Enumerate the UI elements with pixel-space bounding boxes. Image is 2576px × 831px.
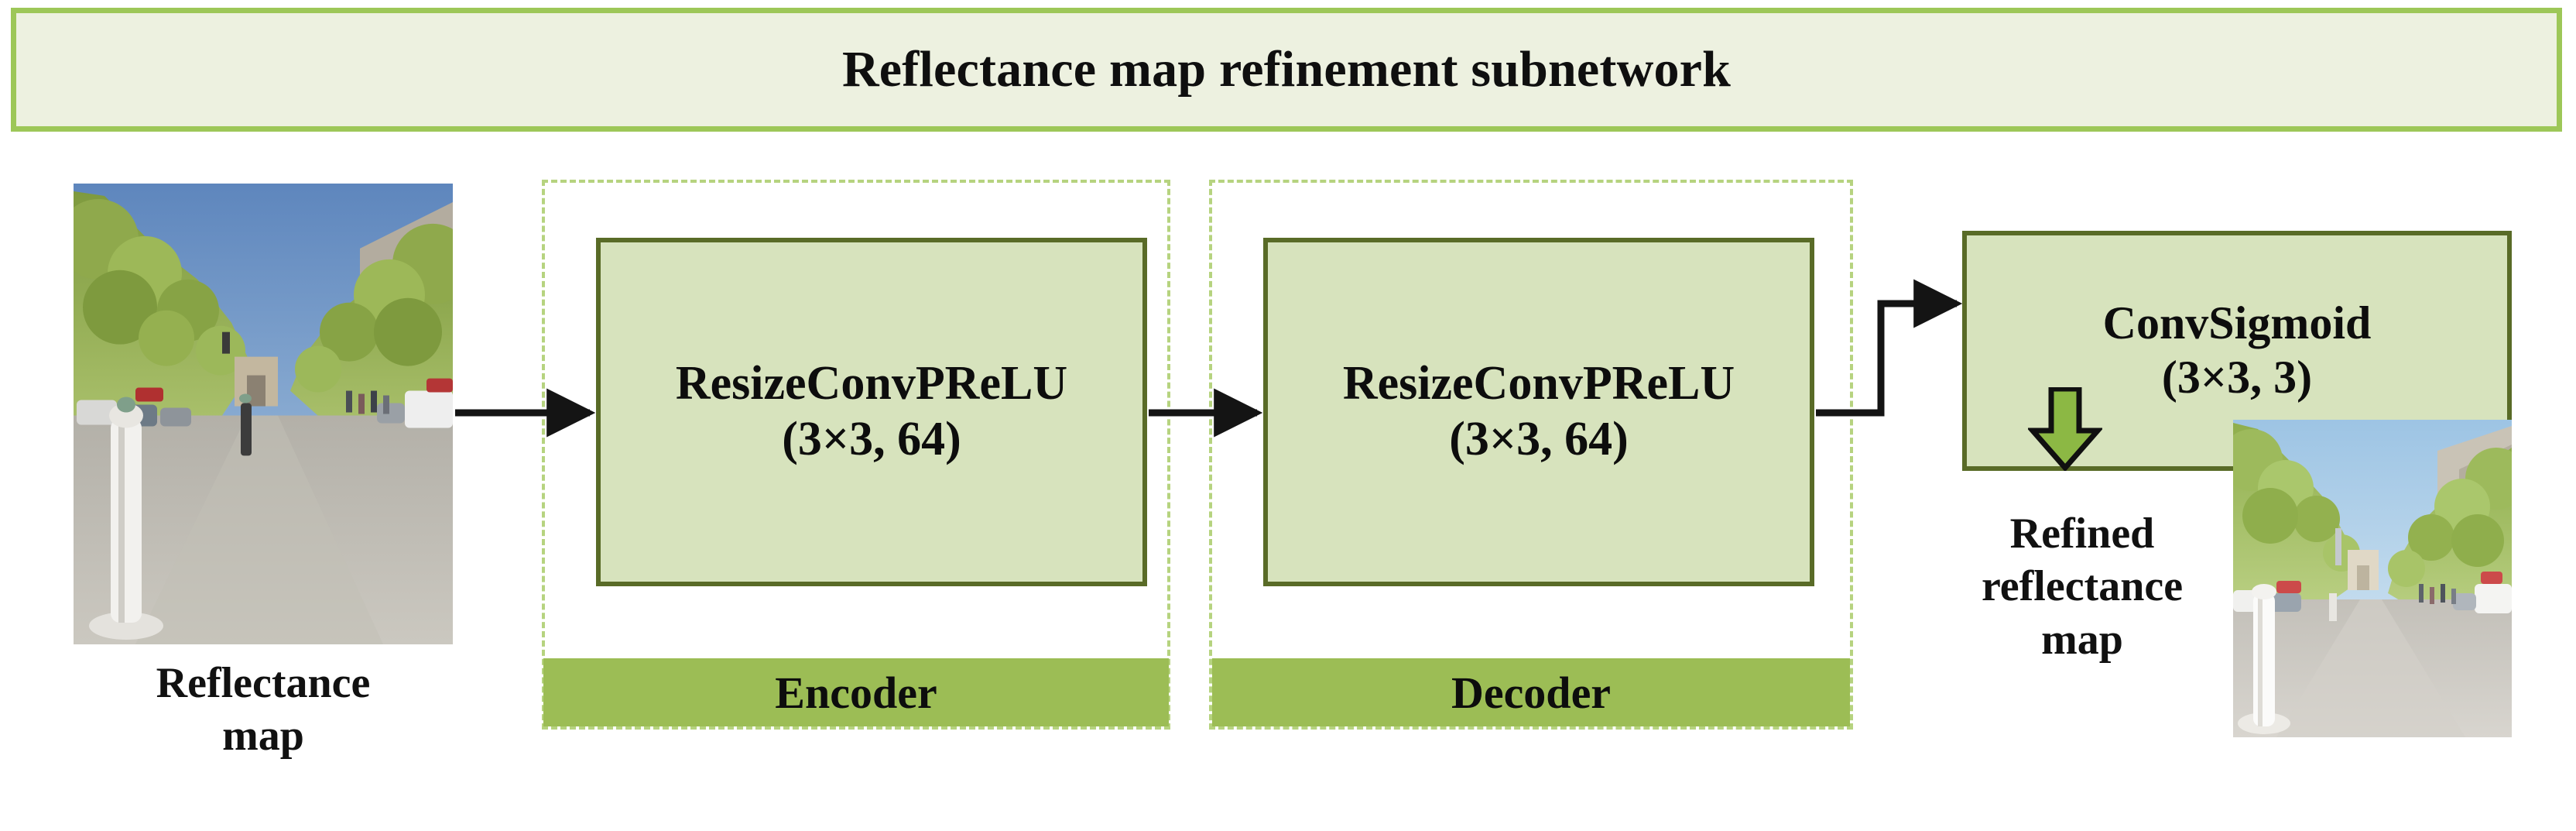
reflectance-map-image	[74, 184, 453, 644]
decoder-stage-label: Decoder	[1212, 658, 1850, 726]
encoder-stage-label: Encoder	[543, 658, 1169, 726]
reflectance-map-caption-line1: Reflectance	[156, 659, 371, 707]
refined-reflectance-map-caption: Refined reflectance map	[1927, 507, 2237, 666]
encoder-conv-block-title: ResizeConvPReLU	[675, 357, 1068, 410]
decoder-conv-block-title: ResizeConvPReLU	[1342, 357, 1735, 410]
refined-reflectance-map-image	[2233, 420, 2512, 737]
encoder-dashed-region	[542, 180, 1170, 730]
refined-caption-line2: reflectance	[1981, 562, 2184, 611]
down-arrow-icon	[2028, 387, 2102, 471]
conv-sigmoid-block-title: ConvSigmoid	[2102, 297, 2372, 349]
reflectance-map-caption-line2: map	[222, 712, 304, 761]
reflectance-map-caption: Reflectance map	[35, 657, 492, 763]
encoder-stage-label-text: Encoder	[775, 667, 937, 718]
refined-caption-line1: Refined	[2009, 510, 2155, 558]
decoder-conv-block-params: (3×3, 64)	[1449, 413, 1629, 465]
encoder-conv-block[interactable]: ResizeConvPReLU (3×3, 64)	[596, 238, 1147, 586]
conv-sigmoid-block-params: (3×3, 3)	[2161, 352, 2313, 403]
decoder-dashed-region	[1209, 180, 1853, 730]
refined-caption-line3: map	[2041, 615, 2123, 664]
page-title: Reflectance map refinement subnetwork	[841, 41, 1732, 98]
subnetwork-title-banner: Reflectance map refinement subnetwork	[11, 8, 2562, 132]
decoder-stage-label-text: Decoder	[1451, 667, 1612, 718]
encoder-conv-block-params: (3×3, 64)	[782, 413, 961, 465]
decoder-conv-block[interactable]: ResizeConvPReLU (3×3, 64)	[1263, 238, 1814, 586]
